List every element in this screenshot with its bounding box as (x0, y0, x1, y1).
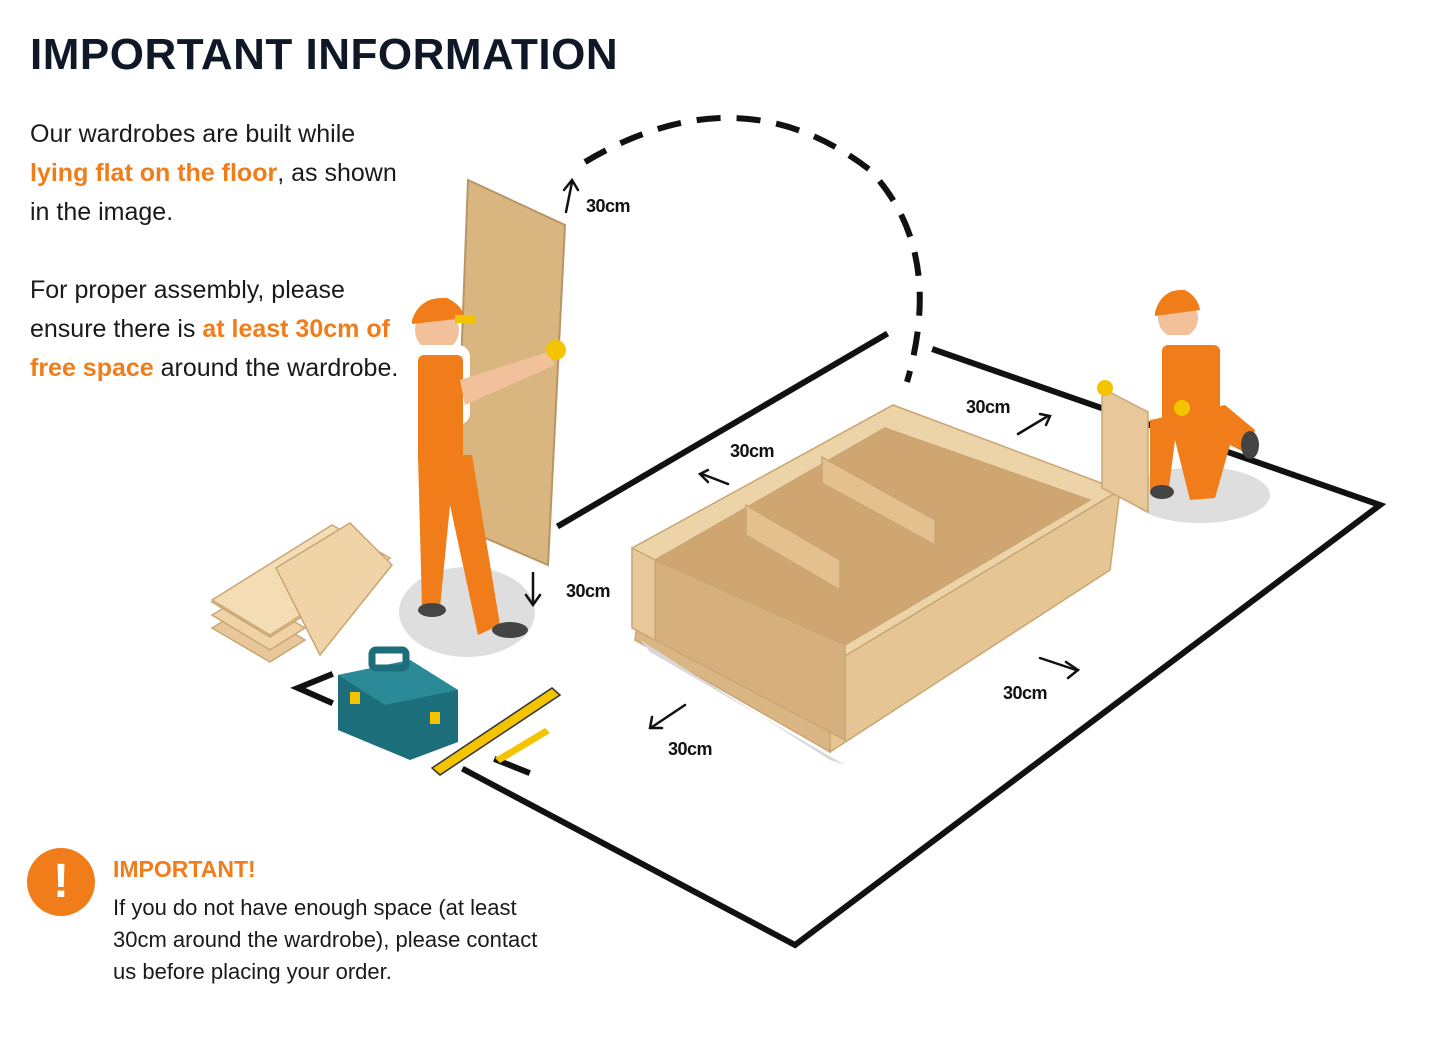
worker-2 (1097, 289, 1259, 500)
dim-label-back-right: 30cm (966, 397, 1010, 417)
important-text: If you do not have enough space (at leas… (113, 895, 538, 984)
side-panel (1101, 386, 1149, 514)
exclamation-icon: ! (27, 848, 95, 916)
wardrobe-carcass (630, 404, 1122, 754)
dimension-arrows (524, 177, 1081, 730)
dim-label-bottom-worker: 30cm (566, 581, 610, 601)
spirit-level-icon (430, 687, 562, 776)
dim-label-front-left: 30cm (668, 739, 712, 759)
page-title: IMPORTANT INFORMATION (30, 30, 619, 79)
intro-text: Our wardrobes are built while lying flat… (30, 115, 420, 388)
intro-paragraph-2: For proper assembly, please ensure there… (30, 276, 399, 382)
highlight-lying-flat: lying flat on the floor (30, 159, 278, 187)
dim-label-front-right: 30cm (1003, 683, 1047, 703)
board-stack (210, 522, 394, 663)
intro-paragraph-1: Our wardrobes are built while lying flat… (30, 120, 397, 226)
dim-label-back-left: 30cm (730, 441, 774, 461)
worker-1 (410, 297, 566, 638)
swing-arc (583, 114, 923, 383)
highlight-free-space: at least 30cm of free space (30, 315, 390, 382)
important-heading: IMPORTANT! (113, 856, 256, 882)
dim-label-top-arc: 30cm (586, 196, 630, 216)
toolbox-icon (338, 646, 458, 760)
